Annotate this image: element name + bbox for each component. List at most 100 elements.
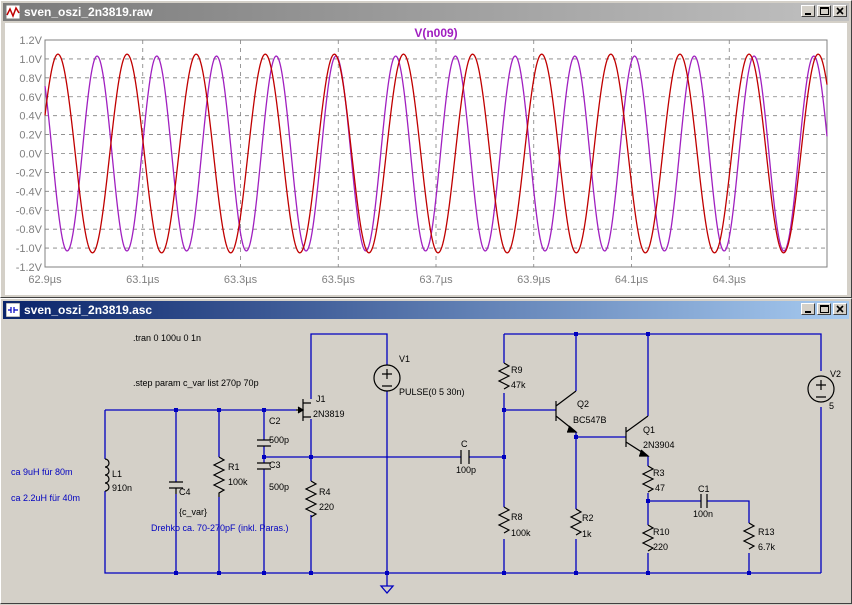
schematic-canvas[interactable]: .tran 0 100u 0 1n .step param c_var list… [5, 321, 849, 601]
R3-value: 47 [655, 483, 665, 493]
V2-name: V2 [830, 369, 841, 379]
V1-name: V1 [399, 354, 410, 364]
y-tick-label: -1.2V [16, 262, 43, 274]
L1-name: L1 [112, 469, 122, 479]
y-tick-label: -0.6V [16, 205, 43, 217]
x-tick-label: 64.3µs [713, 274, 747, 286]
R13-name: R13 [758, 527, 775, 537]
minimize-button[interactable] [801, 303, 815, 315]
capacitor-C3 [257, 462, 271, 470]
minimize-icon [805, 13, 811, 15]
R9-value: 47k [511, 380, 526, 390]
schematic-titlebar[interactable]: sven_oszi_2n3819.asc [3, 301, 849, 319]
C1-value: 100n [693, 509, 713, 519]
J1-value: 2N3819 [313, 409, 345, 419]
y-tick-label: 1.2V [19, 35, 42, 47]
C4-name: C4 [179, 487, 191, 497]
note-80m: ca 9uH für 80m [11, 467, 73, 477]
trace-1 [44, 53, 828, 254]
x-tick-label: 63.7µs [419, 274, 453, 286]
R4-name: R4 [319, 487, 331, 497]
R2-name: R2 [582, 513, 594, 523]
waveform-app-icon [6, 5, 20, 19]
waveform-title: sven_oszi_2n3819.raw [24, 5, 153, 19]
schematic-app-icon [6, 303, 20, 317]
source-V2 [807, 375, 835, 403]
waveform-titlebar[interactable]: sven_oszi_2n3819.raw [3, 3, 849, 21]
x-tick-label: 63.5µs [322, 274, 356, 286]
close-icon [836, 305, 844, 313]
x-tick-label: 63.9µs [517, 274, 551, 286]
V2-value: 5 [829, 401, 834, 411]
maximize-button[interactable] [817, 303, 831, 315]
resistor-R2 [569, 508, 583, 536]
y-axis-ticks: 1.2V1.0V0.8V0.6V0.4V0.2V0.0V-0.2V-0.4V-0… [16, 35, 43, 274]
y-tick-label: 1.0V [19, 54, 42, 66]
plot-traces [44, 53, 828, 254]
capacitor-C2 [257, 439, 271, 447]
R4-value: 220 [319, 502, 334, 512]
close-button[interactable] [833, 5, 847, 17]
y-tick-label: 0.4V [19, 111, 42, 123]
schematic-labels: .tran 0 100u 0 1n .step param c_var list… [11, 333, 841, 552]
R10-value: 220 [653, 542, 668, 552]
x-tick-label: 63.3µs [224, 274, 258, 286]
component-symbols [104, 362, 835, 552]
C-value: 100p [456, 465, 476, 475]
R8-value: 100k [511, 528, 531, 538]
y-tick-label: -0.4V [16, 186, 43, 198]
note-40m: ca 2.2uH für 40m [11, 493, 80, 503]
resistor-R9 [497, 362, 511, 390]
resistor-R3 [641, 465, 655, 493]
R2-value: 1k [582, 529, 592, 539]
y-tick-label: -0.2V [16, 167, 43, 179]
Q1-name: Q1 [643, 425, 655, 435]
transistor-Q1 [625, 415, 649, 457]
C4-value: {c_var} [179, 507, 207, 517]
schematic-pane[interactable]: .tran 0 100u 0 1n .step param c_var list… [5, 321, 847, 601]
waveform-plot[interactable]: V(n009) 1.2V1.0V0.8V0.6V0.4V0.2V0.0V-0.2… [5, 23, 849, 295]
trace-label: V(n009) [414, 26, 457, 40]
V1-value: PULSE(0 5 30n) [399, 387, 465, 397]
y-tick-label: 0.0V [19, 149, 42, 161]
schematic-window-controls [801, 303, 847, 315]
L1-value: 910n [112, 483, 132, 493]
R9-name: R9 [511, 365, 523, 375]
C1-name: C1 [698, 484, 710, 494]
y-tick-label: 0.6V [19, 92, 42, 104]
R1-value: 100k [228, 477, 248, 487]
y-tick-label: -1.0V [16, 243, 43, 255]
schematic-title: sven_oszi_2n3819.asc [24, 303, 153, 317]
capacitor-C4 [169, 481, 183, 494]
waveform-window-controls [801, 5, 847, 17]
R3-name: R3 [653, 468, 665, 478]
resistor-R13 [742, 522, 756, 550]
maximize-button[interactable] [817, 5, 831, 17]
R10-name: R10 [653, 527, 670, 537]
C3-value: 500p [269, 482, 289, 492]
close-button[interactable] [833, 303, 847, 315]
schematic-window: sven_oszi_2n3819.asc [0, 298, 852, 604]
C2-value: 500p [269, 435, 289, 445]
schematic-wires [104, 333, 822, 594]
C2-name: C2 [269, 416, 281, 426]
inductor-L1 [104, 458, 110, 492]
capacitor-C1 [700, 494, 708, 508]
resistor-R1 [212, 456, 226, 497]
maximize-icon [819, 305, 829, 313]
minimize-icon [805, 311, 811, 313]
minimize-button[interactable] [801, 5, 815, 17]
close-icon [836, 7, 844, 15]
x-tick-label: 63.1µs [126, 274, 160, 286]
R1-name: R1 [228, 462, 240, 472]
resistor-R8 [497, 506, 511, 534]
R8-name: R8 [511, 512, 523, 522]
Q2-value: BC547B [573, 415, 607, 425]
x-tick-label: 64.1µs [615, 274, 649, 286]
junction-dots [174, 332, 751, 575]
resistor-R4 [304, 480, 318, 518]
y-tick-label: -0.8V [16, 224, 43, 236]
